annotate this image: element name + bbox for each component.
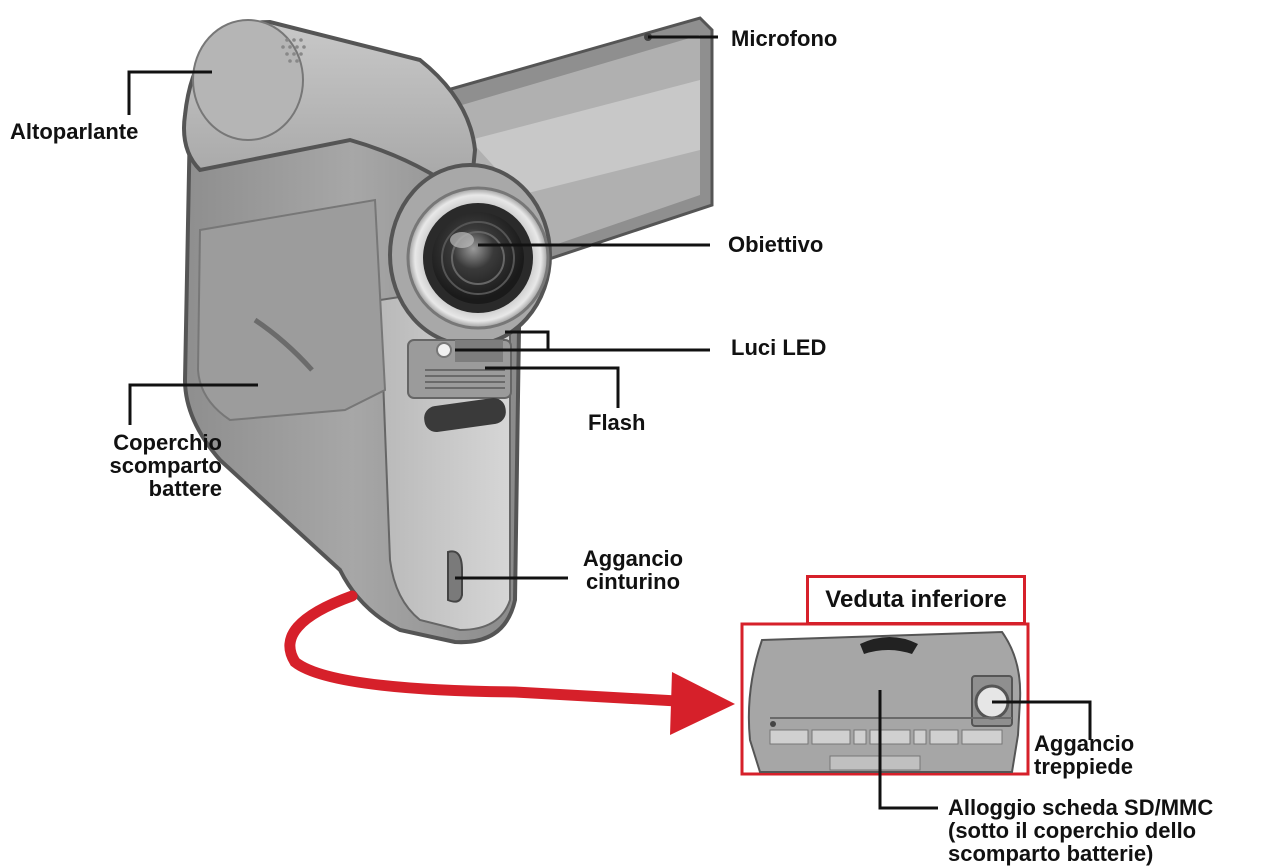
label-battery-cover-line3: battere [148,476,222,501]
flash-grille [425,369,505,389]
label-flash: Flash [588,410,646,435]
label-sd-slot-line2: (sotto il coperchio dello [948,818,1197,843]
label-tripod: Aggancio treppiede [1034,732,1134,778]
label-tripod-line2: treppiede [1034,754,1134,779]
label-strap-hook-line2: cinturino [585,569,681,594]
label-led: Luci LED [731,335,827,360]
bottom-view-title: Veduta inferiore [806,575,1026,625]
label-sd-slot: Alloggio scheda SD/MMC (sotto il coperch… [948,796,1213,865]
label-strap-hook: Aggancio cinturino [568,547,698,593]
label-battery-cover-line2: scomparto [109,453,222,478]
label-battery-cover: Coperchio scomparto battere [60,431,222,500]
speaker-grille [281,38,306,63]
bottom-view-inset [740,622,1030,776]
red-arrow [284,590,735,735]
label-speaker: Altoparlante [10,119,139,144]
label-sd-slot-line3: scomparto batterie) [948,841,1154,866]
led-light [436,342,452,358]
label-battery-cover-line1: Coperchio [113,430,222,455]
label-tripod-line1: Aggancio [1034,731,1135,756]
leader-lines [127,35,1092,810]
label-lens: Obiettivo [728,232,824,257]
label-microphone: Microfono [731,26,838,51]
label-sd-slot-line1: Alloggio scheda SD/MMC [948,795,1214,820]
label-strap-hook-line1: Aggancio [582,546,684,571]
camera-body [182,19,552,645]
